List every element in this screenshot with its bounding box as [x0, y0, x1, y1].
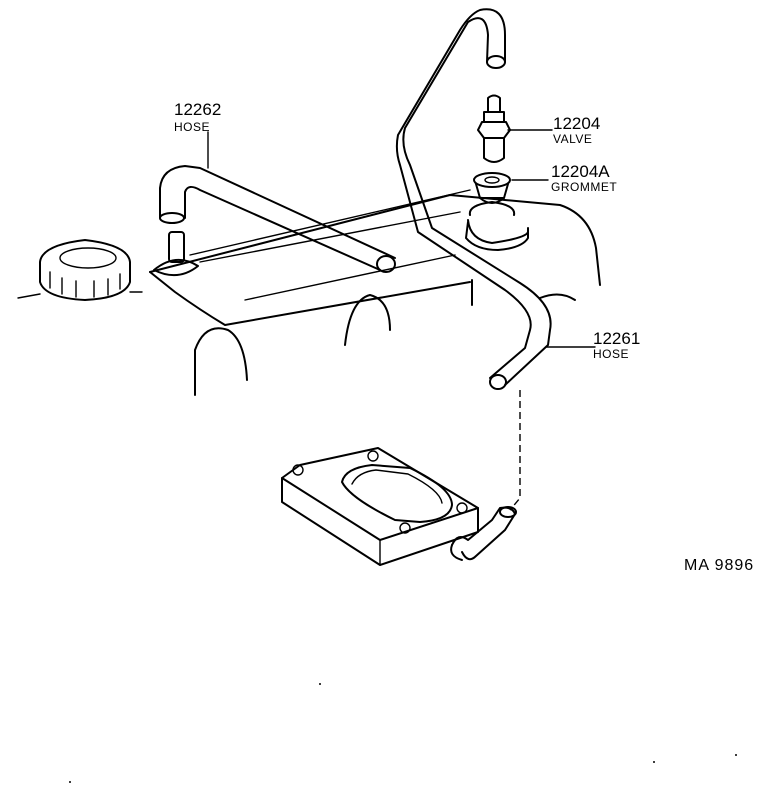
- part-number-12262: 12262: [174, 100, 222, 119]
- part-name-12262: HOSE: [174, 120, 211, 134]
- figure-code: MA 9896: [684, 557, 755, 574]
- connection-guide-line: [509, 390, 521, 511]
- cylinder-head-cover: [149, 189, 601, 396]
- pcv-valve-12204: [477, 94, 511, 163]
- part-name-12204A: GROMMET: [551, 180, 618, 194]
- part-name-12204: VALVE: [553, 132, 593, 146]
- part-number-12204A: 12204A: [551, 162, 610, 181]
- part-number-12204: 12204: [553, 114, 601, 133]
- oil-filler-cap: [17, 239, 143, 301]
- vent-pipe: [153, 231, 199, 277]
- part-number-12261: 12261: [593, 329, 641, 348]
- part-name-12261: HOSE: [593, 347, 630, 361]
- hose-12261: [395, 8, 552, 390]
- carburetor-elbow-fitting: [450, 506, 517, 561]
- leader-lines: [207, 129, 596, 348]
- scan-specks: [69, 683, 737, 783]
- hose-12262: [159, 165, 396, 273]
- grommet-12204A: [465, 172, 529, 251]
- carburetor-flange: [281, 447, 479, 566]
